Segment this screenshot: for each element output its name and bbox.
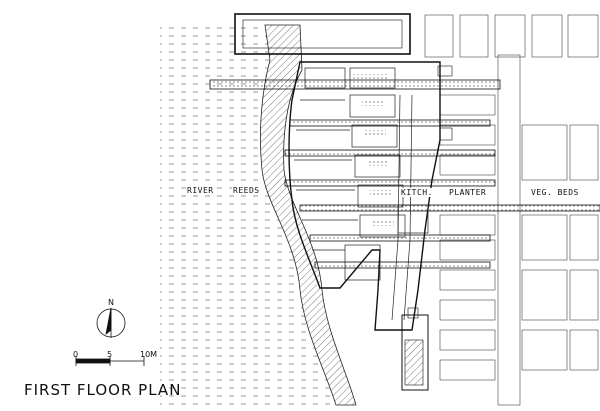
- scale-end-label: 10M: [140, 350, 158, 359]
- veg-beds-label: VEG. BEDS: [530, 188, 580, 197]
- scale-bar: [75, 356, 145, 366]
- reeds-label: REEDS: [232, 186, 261, 195]
- river-label: RIVER: [186, 186, 215, 195]
- existing-building: [234, 13, 411, 55]
- room-furniture-dots: [352, 74, 394, 226]
- north-arrow: [96, 307, 126, 338]
- scale-mid-label: 5: [107, 350, 113, 359]
- entrance-wing: [401, 314, 429, 391]
- terrace-decks: [209, 79, 600, 269]
- river-area: [160, 25, 336, 405]
- corridor-lines: [294, 94, 413, 321]
- river-bank-hatch: [260, 24, 357, 406]
- stair-symbols: [407, 65, 453, 319]
- north-label: N: [108, 298, 114, 307]
- main-building-outline: [288, 61, 441, 331]
- kitchen-label: KITCH.: [400, 188, 434, 197]
- scale-zero-label: 0: [73, 350, 79, 359]
- planter-label: PLANTER: [448, 188, 488, 197]
- plan-title: FIRST FLOOR PLAN: [24, 381, 182, 399]
